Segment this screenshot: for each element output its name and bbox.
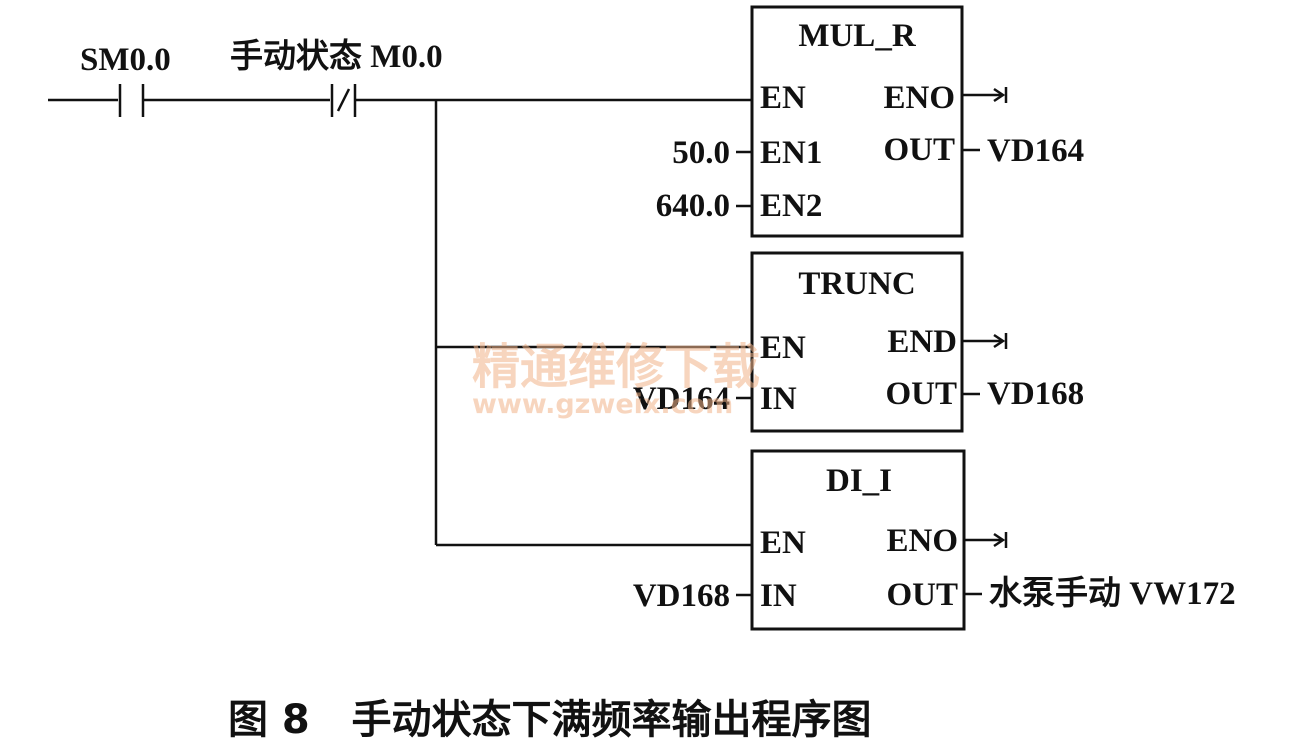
pin-eno: ENO	[886, 523, 958, 559]
block-mul-r-title: MUL_R	[798, 18, 916, 54]
pin-in: IN	[760, 578, 797, 614]
contact-sm0-0-label: SM0.0	[80, 42, 171, 78]
pin-out: OUT	[886, 577, 958, 613]
pin-en: EN	[760, 80, 806, 116]
output-vd164: VD164	[987, 133, 1084, 169]
pin-en: EN	[760, 525, 806, 561]
block-di-i-title: DI_I	[826, 463, 892, 499]
pin-out: OUT	[885, 376, 957, 412]
output-vw172: 水泵手动 VW172	[989, 575, 1236, 612]
contact-m0-0-label: 手动状态 M0.0	[230, 38, 443, 75]
output-vd168: VD168	[987, 376, 1084, 412]
input-value-en2: 640.0	[656, 188, 730, 224]
pin-in: IN	[760, 381, 797, 417]
rung-main	[48, 84, 752, 547]
pin-eno: ENO	[883, 80, 955, 116]
block-mul-r: MUL_R EN EN1 EN2 ENO OUT 50.0 640.0 VD16…	[656, 5, 1084, 238]
input-vd168: VD168	[633, 578, 730, 614]
input-vd164: VD164	[633, 381, 730, 417]
pin-eno: END	[887, 324, 957, 360]
watermark-title: 精通维修下载	[472, 339, 760, 395]
block-trunc-title: TRUNC	[798, 266, 915, 302]
pin-en2: EN2	[760, 188, 822, 224]
watermark-url: www.gzweix.com	[472, 389, 733, 420]
pin-en1: EN1	[760, 135, 822, 171]
block-trunc: TRUNC EN IN END OUT VD164 VD168	[633, 251, 1084, 433]
block-di-i: DI_I EN IN ENO OUT VD168 水泵手动 VW172	[633, 449, 1236, 631]
pin-en: EN	[760, 330, 806, 366]
contact-m0-0-nc	[330, 84, 357, 117]
contact-sm0-0	[118, 84, 145, 117]
figure-caption: 图 8 手动状态下满频率输出程序图	[228, 697, 872, 743]
input-value-en1: 50.0	[672, 135, 730, 171]
pin-out: OUT	[883, 132, 955, 168]
